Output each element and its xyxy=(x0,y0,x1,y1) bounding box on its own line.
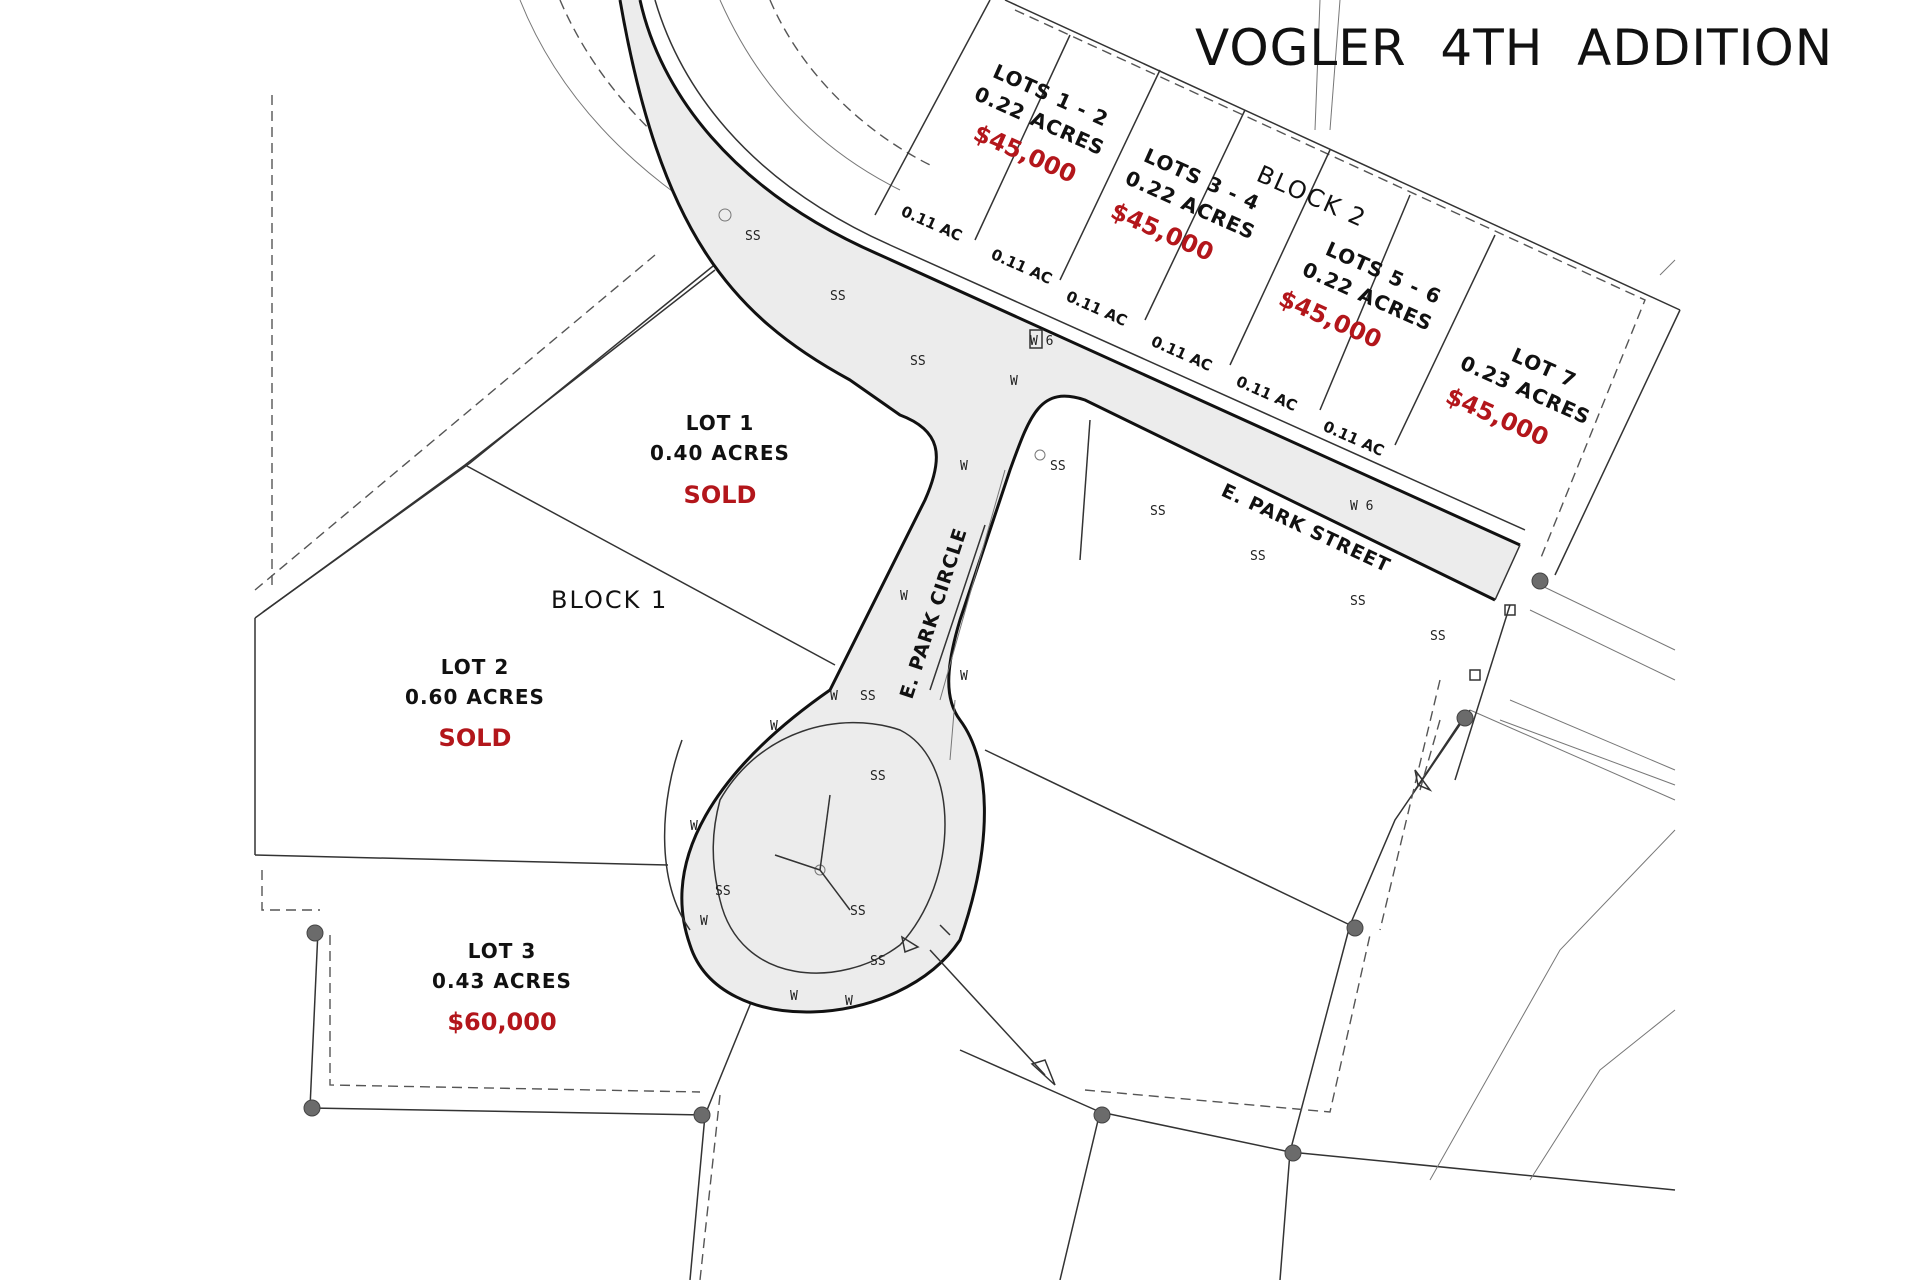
sewer-label: SS xyxy=(745,229,761,244)
pin-marker xyxy=(693,1106,711,1124)
block-1-lot-1[interactable]: LOT 1 0.40 ACRES SOLD xyxy=(650,411,790,509)
sewer-label: SS xyxy=(910,354,926,369)
pin-marker xyxy=(303,1099,321,1117)
water-label: W xyxy=(1010,374,1018,389)
water-label: W xyxy=(700,914,708,929)
block-2-lot-7[interactable]: LOT 7 0.23 ACRES $45,000 xyxy=(1441,325,1605,464)
lot-name: LOT 1 xyxy=(686,411,755,435)
sewer-label: SS xyxy=(1250,549,1266,564)
block-2-lots-5-6[interactable]: LOTS 5 - 6 0.22 ACRES $45,000 xyxy=(1275,228,1448,371)
utility-markings: SS SS SS SS SS SS SS SS SS SS SS SS SS W… xyxy=(690,229,1446,1009)
water-label: W xyxy=(790,989,798,1004)
pin-marker xyxy=(306,924,324,942)
parcel-boundaries xyxy=(254,0,1681,1280)
sewer-label: SS xyxy=(870,769,886,784)
block-2-lots-1-2[interactable]: LOTS 1 - 2 0.22 ACRES $45,000 xyxy=(955,56,1119,195)
sewer-label: SS xyxy=(1350,594,1366,609)
lot-name: LOT 3 xyxy=(468,939,537,963)
lot-status: SOLD xyxy=(439,724,512,752)
block-1-label: BLOCK 1 xyxy=(551,586,668,614)
sub-lot-acres: 0.11 AC xyxy=(988,245,1055,288)
water-label: W xyxy=(770,719,778,734)
sub-lot-acres: 0.11 AC xyxy=(898,202,965,245)
water-label: W xyxy=(960,669,968,684)
lot-acres: 0.40 ACRES xyxy=(650,441,790,465)
lot-acres: 0.60 ACRES xyxy=(405,685,545,709)
sewer-label: SS xyxy=(1150,504,1166,519)
pin-marker xyxy=(1456,709,1474,727)
roadways xyxy=(618,0,1526,1086)
pin-marker xyxy=(1284,1144,1302,1162)
sewer-label: SS xyxy=(1050,459,1066,474)
survey-pins xyxy=(303,572,1549,1162)
sub-lot-acres: 0.11 AC xyxy=(1063,287,1130,330)
water-main-label: W 6 xyxy=(1350,499,1373,514)
sewer-label: SS xyxy=(830,289,846,304)
water-label: W xyxy=(690,819,698,834)
pin-marker xyxy=(1531,572,1549,590)
block-2-label: BLOCK 2 xyxy=(1253,160,1372,233)
water-label: W xyxy=(960,459,968,474)
sub-lot-acres: 0.11 AC xyxy=(1148,332,1215,375)
water-label: W xyxy=(830,689,838,704)
pin-marker xyxy=(1093,1106,1111,1124)
sewer-label: SS xyxy=(1430,629,1446,644)
water-label: W xyxy=(900,589,908,604)
plat-title: VOGLER 4TH ADDITION xyxy=(1195,19,1833,77)
sewer-label: SS xyxy=(870,954,886,969)
sub-lot-acres: 0.11 AC xyxy=(1233,372,1300,415)
lot-price: $60,000 xyxy=(447,1008,556,1036)
water-label: W xyxy=(845,994,853,1009)
lot-acres: 0.43 ACRES xyxy=(432,969,572,993)
water-main-label: W 6 xyxy=(1030,334,1053,349)
sewer-label: SS xyxy=(860,689,876,704)
sewer-label: SS xyxy=(850,904,866,919)
block-1-lot-3[interactable]: LOT 3 0.43 ACRES $60,000 xyxy=(432,939,572,1036)
lot-status: SOLD xyxy=(684,481,757,509)
pin-marker xyxy=(1346,919,1364,937)
block-1-lot-2[interactable]: LOT 2 0.60 ACRES SOLD xyxy=(405,655,545,752)
sewer-label: SS xyxy=(715,884,731,899)
lot-name: LOT 2 xyxy=(441,655,510,679)
block-2-lots-3-4[interactable]: LOTS 3 - 4 0.22 ACRES $45,000 xyxy=(1106,140,1270,279)
